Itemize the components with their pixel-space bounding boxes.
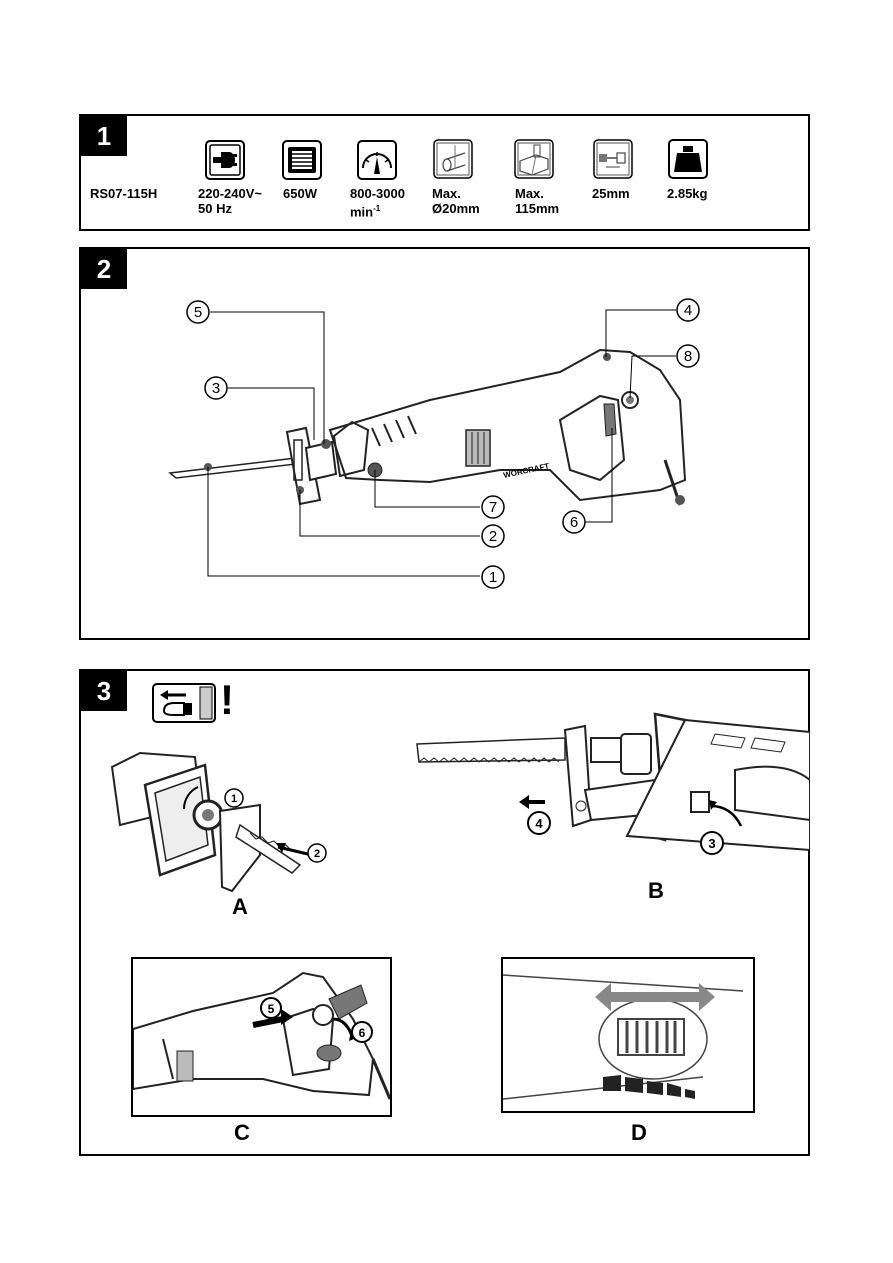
figure-b-label: B xyxy=(648,878,664,903)
saw-blade xyxy=(168,457,297,479)
stroke-length-icon xyxy=(593,139,633,179)
callout-6: 6 xyxy=(562,510,586,534)
svg-text:8: 8 xyxy=(684,348,692,365)
figure-d-speed-wheel xyxy=(503,974,744,1100)
weight-icon xyxy=(668,139,708,179)
power-spec: 650W xyxy=(283,186,317,201)
plug-icon xyxy=(205,140,245,180)
svg-text:2: 2 xyxy=(314,848,320,860)
warning-mark: ! xyxy=(220,676,234,723)
figure-a-blade-insert: 1 2 xyxy=(110,751,327,893)
callout-5: 5 xyxy=(186,300,210,324)
figure-d-label: D xyxy=(631,1120,647,1145)
callout-3: 3 xyxy=(204,376,228,400)
svg-text:7: 7 xyxy=(489,499,497,516)
speed-spec: 800-3000 min-1 xyxy=(350,186,405,220)
svg-text:2: 2 xyxy=(489,528,497,545)
pipe-capacity-spec: Max. Ø20mm xyxy=(432,186,480,216)
svg-text:5: 5 xyxy=(268,1002,275,1016)
motor-icon xyxy=(282,140,322,180)
stroke-spec: 25mm xyxy=(592,186,630,201)
callout-4: 4 xyxy=(676,298,700,322)
panel-number: 1 xyxy=(81,116,127,156)
callout-2: 2 xyxy=(481,524,505,548)
speedometer-icon xyxy=(357,140,397,180)
svg-text:1: 1 xyxy=(489,569,497,586)
svg-text:4: 4 xyxy=(535,816,543,831)
svg-text:3: 3 xyxy=(708,836,715,851)
figure-a-label: A xyxy=(232,894,248,919)
svg-text:4: 4 xyxy=(684,302,692,319)
figure-c-label: C xyxy=(234,1120,250,1145)
panel-number: 3 xyxy=(81,671,127,711)
figure-b-shoe-adjust: 4 3 xyxy=(416,712,810,855)
svg-text:6: 6 xyxy=(570,514,578,531)
weight-spec: 2.85kg xyxy=(667,186,708,201)
model-number: RS07-115H xyxy=(90,186,158,201)
figure-d-frame xyxy=(501,957,755,1113)
pipe-cut-icon xyxy=(433,139,473,179)
svg-text:5: 5 xyxy=(194,304,202,321)
figure-c-frame: 5 6 xyxy=(131,957,392,1117)
voltage-spec: 220-240V~ 50 Hz xyxy=(198,186,262,216)
unplug-warning-icon xyxy=(152,683,216,723)
callout-7: 7 xyxy=(481,495,505,519)
svg-text:1: 1 xyxy=(231,793,237,805)
wood-capacity-spec: Max. 115mm xyxy=(515,186,560,216)
reciprocating-saw-diagram: WORCRAFT 1 2 3 4 5 6 7 8 xyxy=(168,298,700,589)
callout-8: 8 xyxy=(676,344,700,368)
panel-number: 2 xyxy=(81,249,127,289)
svg-text:3: 3 xyxy=(212,380,220,397)
svg-text:6: 6 xyxy=(359,1026,366,1040)
wood-cut-icon xyxy=(514,139,554,179)
callout-1: 1 xyxy=(481,565,505,589)
figure-c-trigger-lock: 5 6 xyxy=(133,971,390,1100)
